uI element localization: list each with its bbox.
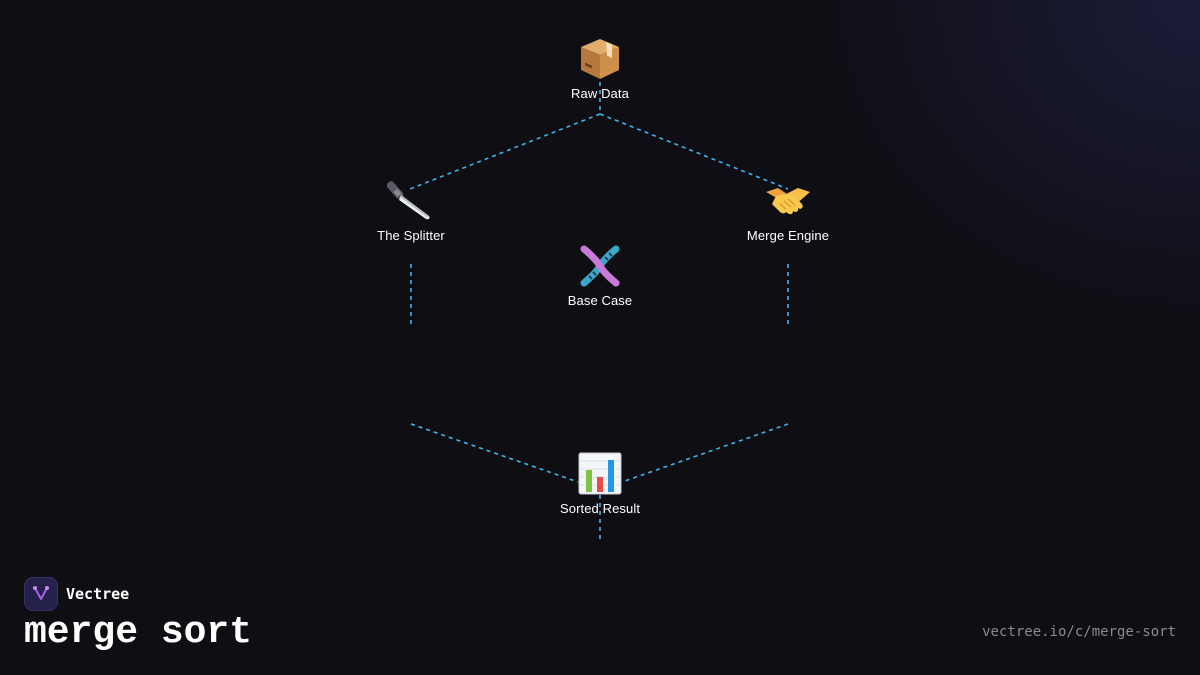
connector-raw-data-to-merge-engine — [599, 113, 789, 190]
node-label: Raw Data — [571, 86, 629, 101]
brand: Vectree — [24, 577, 129, 611]
page-title: merge sort — [24, 611, 253, 654]
knife-icon — [387, 181, 430, 220]
node-merge-engine: Merge Engine — [708, 178, 868, 243]
node-raw-data: Raw Data — [520, 36, 680, 101]
page-url: vectree.io/c/merge-sort — [982, 624, 1176, 640]
node-label: Base Case — [567, 293, 633, 308]
node-sorted-result: Sorted Result — [520, 451, 680, 516]
node-splitter: The Splitter — [331, 178, 491, 243]
connector-splitter-to-sorted-result — [410, 423, 579, 483]
package-icon — [581, 39, 619, 79]
bar-chart-icon — [578, 452, 622, 495]
brand-name: Vectree — [66, 585, 130, 603]
connector-raw-data-to-splitter — [409, 113, 601, 190]
node-label: The Splitter — [377, 228, 445, 243]
handshake-icon — [766, 188, 810, 215]
node-base-case: Base Case — [520, 243, 680, 308]
node-label: Merge Engine — [746, 228, 830, 243]
node-label: Sorted Result — [559, 501, 641, 516]
connector-merge-engine-to-sorted-result — [621, 423, 789, 483]
dna-icon — [580, 245, 620, 287]
vectree-logo-icon — [24, 577, 58, 611]
